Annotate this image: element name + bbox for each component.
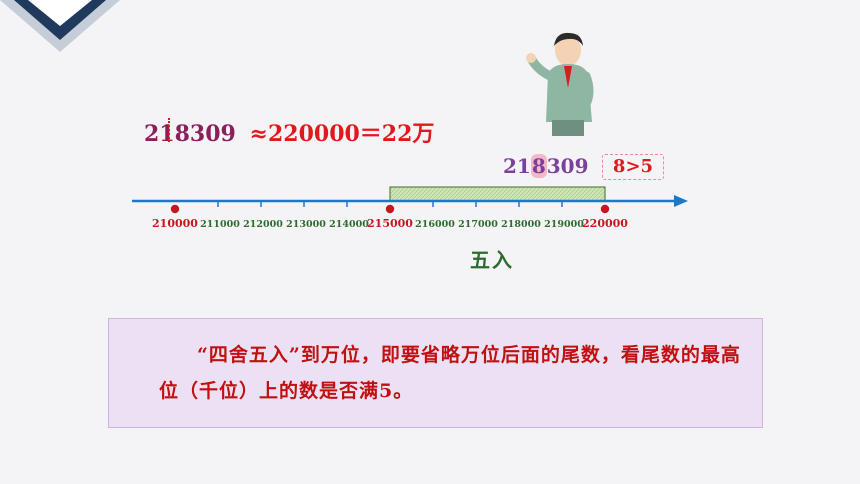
major-tick-dot [600, 204, 610, 214]
rounding-equation: 218309 ≈220000＝22万 [144, 116, 434, 148]
focus-suffix: 309 [546, 154, 589, 178]
tick-label: 220000 [582, 217, 628, 230]
tick-label: 219000 [544, 219, 584, 230]
tick-label: 213000 [286, 219, 326, 230]
explanation-text: “四舍五入”到万位，即要省略万位后面的尾数，看尾数的最高位（千位）上的数是否满5… [159, 344, 741, 402]
original-number: 218309 [144, 121, 236, 147]
focus-number: 218309 [503, 154, 589, 178]
axis-arrow [674, 195, 688, 207]
cut-marker [168, 118, 170, 142]
round-up-label: 五入 [470, 248, 514, 272]
teacher-illustration [526, 32, 594, 136]
rounded-result: ≈220000＝22万 [249, 121, 435, 147]
tick-label: 210000 [152, 217, 198, 230]
tick-label: 218000 [501, 219, 541, 230]
major-tick-dot [385, 204, 395, 214]
tick-label: 217000 [458, 219, 498, 230]
thousands-digit-highlight: 8 [530, 154, 547, 178]
tick-label: 215000 [367, 217, 413, 230]
tick-label: 211000 [200, 219, 240, 230]
tick-label: 212000 [243, 219, 283, 230]
explanation-box: “四舍五入”到万位，即要省略万位后面的尾数，看尾数的最高位（千位）上的数是否满5… [108, 318, 763, 428]
major-tick-dot [170, 204, 180, 214]
comparison-box: 8>5 [602, 154, 664, 180]
range-highlight-rect [389, 186, 606, 202]
tick-label: 216000 [415, 219, 455, 230]
corner-decoration [0, 0, 120, 52]
tick-label: 214000 [329, 219, 369, 230]
focus-prefix: 21 [503, 154, 531, 178]
